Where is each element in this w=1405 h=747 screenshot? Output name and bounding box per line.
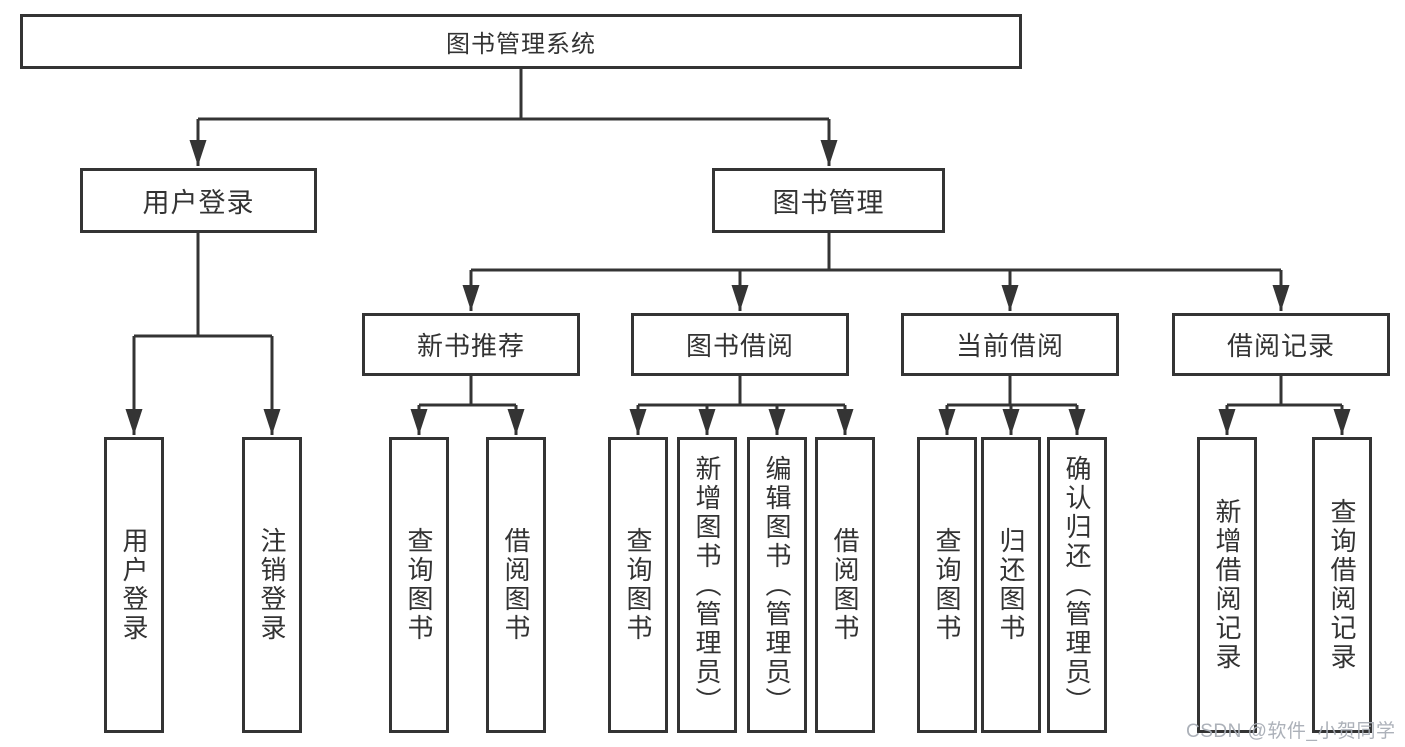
leaf-user-login: 用户登录 bbox=[104, 437, 164, 733]
leaf-nbr-query-books: 查询图书 bbox=[389, 437, 449, 733]
leaf-br-query-record: 查询借阅记录 bbox=[1312, 437, 1372, 733]
csdn-watermark: CSDN @软件_小贺同学 bbox=[1186, 721, 1396, 742]
node-book-management-label: 图书管理 bbox=[772, 188, 885, 218]
leaf-logout: 注销登录 bbox=[242, 437, 302, 733]
node-book-borrowing-label: 图书借阅 bbox=[685, 331, 794, 361]
node-user-login-group: 用户登录 bbox=[80, 168, 317, 233]
node-current-borrowing-label: 当前借阅 bbox=[955, 331, 1064, 361]
leaf-bb-query-books: 查询图书 bbox=[608, 437, 668, 733]
leaf-bb-add-books-admin: 新增图书（管理员） bbox=[677, 437, 737, 733]
node-borrowing-records-label: 借阅记录 bbox=[1226, 331, 1335, 361]
node-book-management: 图书管理 bbox=[712, 168, 945, 233]
leaf-bb-edit-books-admin: 编辑图书（管理员） bbox=[747, 437, 807, 733]
leaf-cb-return-books: 归还图书 bbox=[981, 437, 1041, 733]
node-new-book-recommend: 新书推荐 bbox=[362, 313, 580, 376]
leaf-cb-query-books: 查询图书 bbox=[917, 437, 977, 733]
node-root-label: 图书管理系统 bbox=[446, 31, 596, 58]
node-user-login-group-label: 用户登录 bbox=[142, 188, 255, 218]
node-root: 图书管理系统 bbox=[20, 14, 1022, 69]
node-current-borrowing: 当前借阅 bbox=[901, 313, 1119, 376]
node-book-borrowing: 图书借阅 bbox=[631, 313, 849, 376]
leaf-bb-borrow-books: 借阅图书 bbox=[815, 437, 875, 733]
leaf-cb-confirm-return-admin: 确认归还（管理员） bbox=[1047, 437, 1107, 733]
leaf-nbr-borrow-books: 借阅图书 bbox=[486, 437, 546, 733]
leaf-br-add-record: 新增借阅记录 bbox=[1197, 437, 1257, 733]
node-borrowing-records: 借阅记录 bbox=[1172, 313, 1390, 376]
node-new-book-recommend-label: 新书推荐 bbox=[416, 331, 525, 361]
